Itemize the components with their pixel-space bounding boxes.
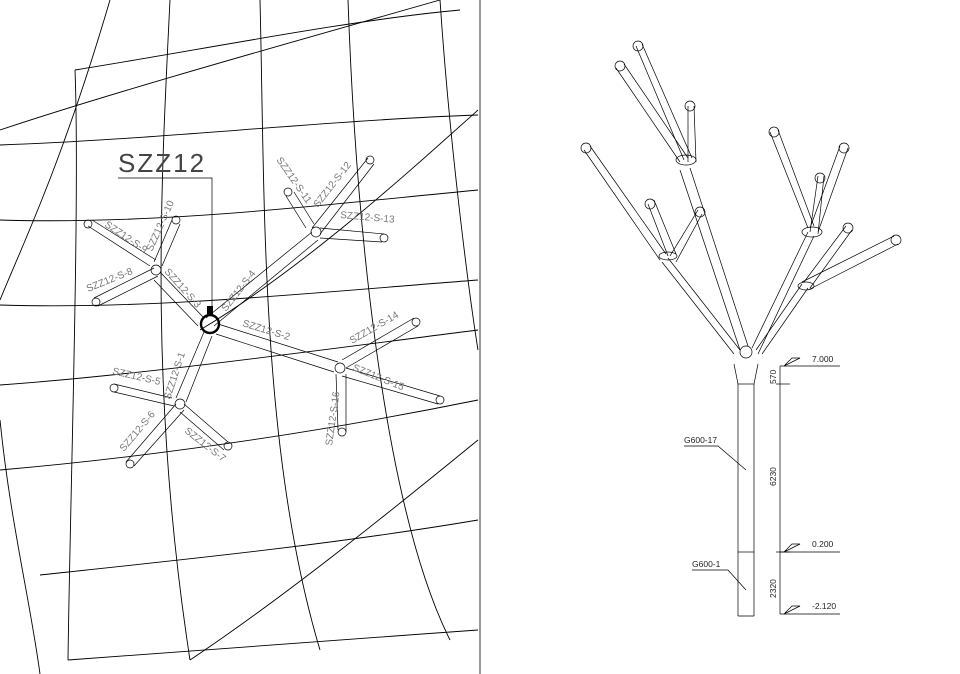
label-s4: SZZ12-S-4 bbox=[220, 268, 259, 314]
trunk bbox=[733, 363, 759, 617]
dim-2: 6230 bbox=[768, 467, 778, 486]
label-s3: SZZ12-S-3 bbox=[162, 267, 203, 311]
level-marker-bottom: -2.120 bbox=[780, 601, 840, 615]
branch-end-caps bbox=[83, 155, 445, 469]
plan-view: SZZ12 SZZ12-S-1 SZZ12-S-2 SZZ12-S-3 SZZ1… bbox=[0, 0, 479, 674]
label-s16: SZZ12-S-16 bbox=[324, 391, 343, 447]
dim-1: 570 bbox=[768, 370, 778, 384]
label-s13: SZZ12-S-13 bbox=[340, 210, 396, 226]
member-labels: G600-17 G600-1 bbox=[684, 435, 747, 591]
callout-label: SZZ12 bbox=[118, 148, 206, 178]
level-marker-top: 7.000 bbox=[780, 354, 840, 367]
level-bottom: -2.120 bbox=[812, 601, 836, 611]
dim-3: 2320 bbox=[768, 579, 778, 598]
label-s7: SZZ12-S-7 bbox=[182, 426, 228, 465]
column-marker bbox=[199, 313, 221, 335]
level-marker-mid: 0.200 bbox=[780, 539, 840, 553]
member-upper: G600-17 bbox=[684, 435, 717, 445]
column-marker-tab bbox=[207, 306, 213, 314]
level-mid: 0.200 bbox=[812, 539, 834, 549]
plan-branches bbox=[83, 155, 445, 469]
fork-node bbox=[739, 345, 753, 359]
plan-grid bbox=[0, 0, 479, 674]
member-lower: G600-1 bbox=[692, 559, 721, 569]
label-s8: SZZ12-S-8 bbox=[85, 266, 135, 295]
dimension-chain: 570 6230 2320 bbox=[768, 366, 790, 614]
level-top: 7.000 bbox=[812, 354, 834, 364]
callout-leader bbox=[118, 177, 213, 306]
elevation-branches bbox=[580, 40, 902, 355]
label-s11: SZZ12-S-11 bbox=[274, 155, 314, 206]
label-s5: SZZ12-S-5 bbox=[111, 366, 162, 388]
elevation-view: 7.000 0.200 -2.120 570 6230 2320 G600-17… bbox=[580, 40, 902, 617]
label-s1: SZZ12-S-1 bbox=[162, 351, 188, 401]
